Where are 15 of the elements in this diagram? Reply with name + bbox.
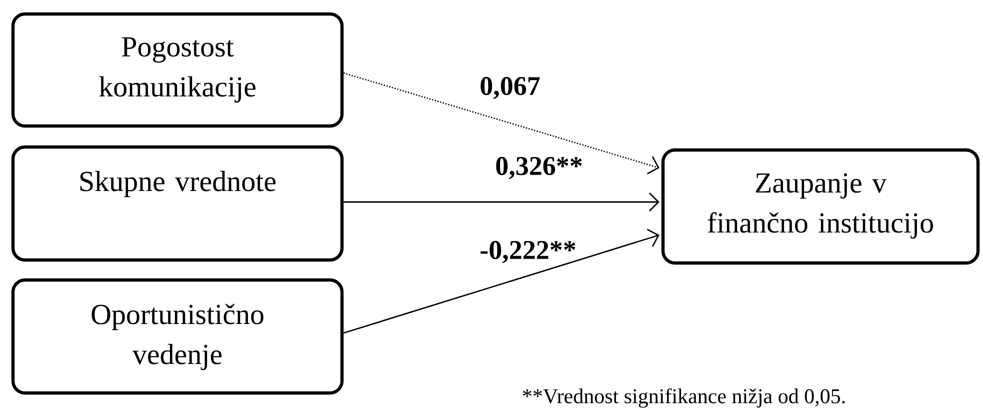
box-label: Skupne vrednote [80,170,276,198]
rounded-box [11,145,344,262]
rounded-box [11,12,344,128]
box-label: Pogostost komunikacije [99,37,256,103]
rounded-box [11,278,344,395]
box-label: Zaupanje v finančno institucijo [708,173,933,239]
arrow [343,228,660,334]
edge-label: 0,326** [496,156,582,180]
arrow [344,192,660,212]
footnote: **Vrednost signifikance nižja od 0,05. [522,388,845,408]
arrow [343,72,660,174]
edge-label: 0,067 [480,76,540,100]
edge-label: -0,222** [480,240,576,264]
rounded-box [661,148,980,265]
box-label: Oportunistično vedenje [92,304,264,370]
